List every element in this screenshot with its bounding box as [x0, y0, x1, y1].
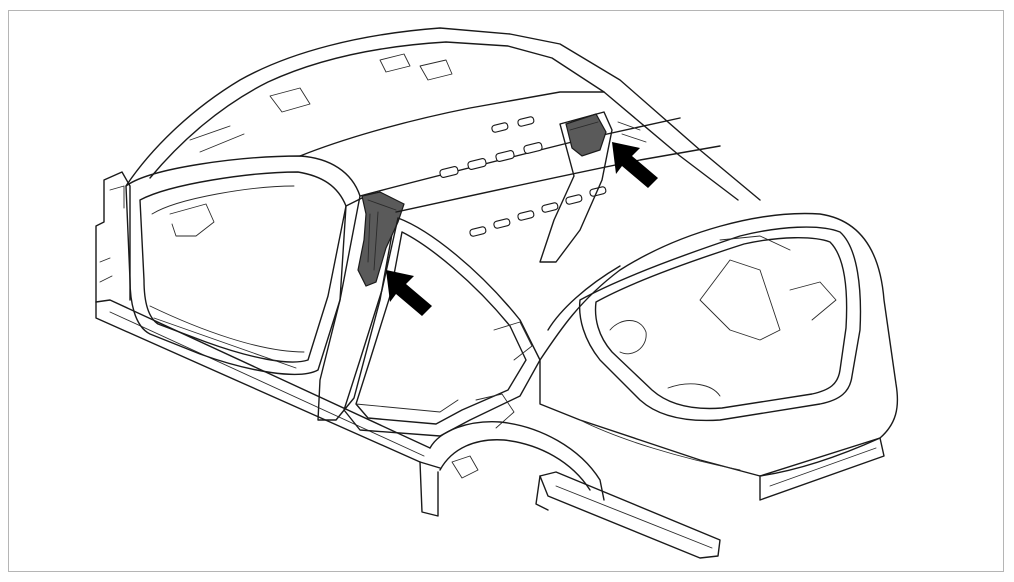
- front-door-opening: [125, 155, 361, 375]
- b-pillar-left: [317, 191, 405, 421]
- arrow-pointer-icon: [386, 270, 432, 316]
- rear-wheel-arch: [429, 421, 605, 501]
- left-rocker-sill: [95, 299, 441, 517]
- arrow-pointer-icon: [612, 142, 658, 188]
- rear-door-opening: [343, 217, 541, 437]
- roof-frame: [125, 27, 761, 213]
- right-rocker-sill: [535, 471, 721, 559]
- b-pillar-left-reinforcement: [357, 191, 405, 287]
- rear-quarter-panel: [539, 212, 899, 501]
- roof-crossmember-slots: [439, 116, 607, 237]
- trunk-opening: [578, 226, 862, 422]
- figure-frame: [8, 10, 1004, 572]
- b-pillar-right: [539, 111, 647, 263]
- front-end-stub: [95, 171, 131, 303]
- b-pillar-right-reinforcement: [565, 113, 607, 157]
